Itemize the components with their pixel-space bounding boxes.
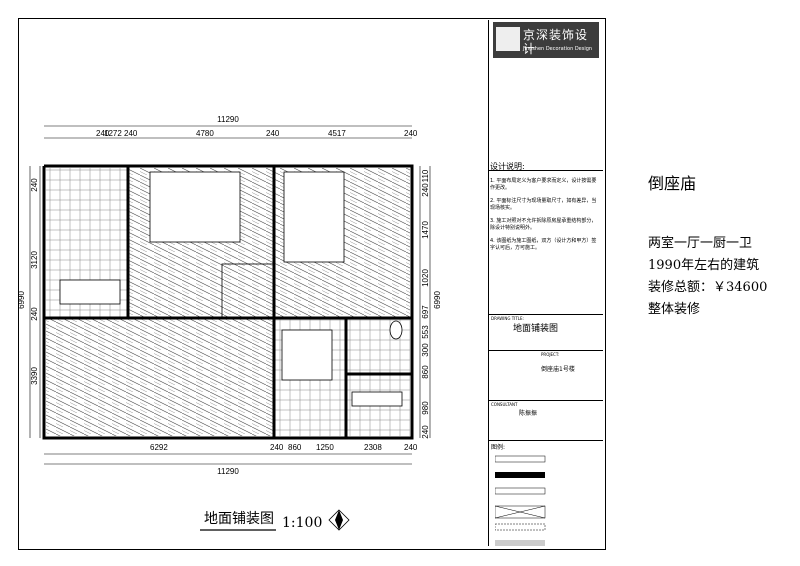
project-label: PROJECT: bbox=[541, 352, 560, 357]
bottom-total-dim: 11290 bbox=[217, 467, 239, 476]
kitchen-counter bbox=[351, 391, 403, 407]
left-dims: 240 3120 240 3390 bbox=[30, 178, 39, 385]
company-logo: 京深装饰设计 Jingshen Decoration Design bbox=[493, 22, 599, 58]
bottom-dim-3: 1250 bbox=[316, 443, 334, 452]
top-dims: 240 1272 240 4780 240 4517 240 bbox=[96, 129, 418, 138]
note-1: 1. 平面布局定义为客户要求而定义，设计按需要作更改。 bbox=[490, 178, 597, 191]
top-dim-0: 240 bbox=[96, 129, 110, 138]
notes-title: 设计说明: bbox=[490, 162, 525, 171]
left-dim-2: 240 bbox=[30, 307, 39, 321]
top-total-dim: 11290 bbox=[217, 115, 239, 124]
right-dim-7: 860 bbox=[421, 365, 430, 379]
right-dim-4: 697 bbox=[421, 305, 430, 319]
right-dim-5: 553 bbox=[421, 325, 430, 339]
furniture bbox=[59, 171, 403, 407]
note-4: 4. 该图纸为施工图纸，双方（设计方和甲方）签字认可后，方可施工。 bbox=[490, 238, 597, 251]
company-name-en: Jingshen Decoration Design bbox=[523, 46, 593, 52]
right-total-dim: 6990 bbox=[433, 291, 442, 309]
left-total-dim: 6990 bbox=[17, 291, 26, 309]
drawing-title-label: DRAWING TITLE: bbox=[491, 316, 524, 321]
year-line: 1990年左右的建筑 bbox=[648, 258, 760, 273]
consultant-label: CONSULTANT bbox=[491, 402, 518, 407]
plan-caption: 地面铺装图 bbox=[204, 511, 274, 527]
bottom-dim-5: 240 bbox=[404, 443, 418, 452]
title-block: 京深装饰设计 Jingshen Decoration Design DRAWIN… bbox=[488, 20, 603, 546]
project-name: 倒座庙1号楼 bbox=[541, 366, 575, 373]
place-name: 倒座庙 bbox=[648, 174, 697, 193]
single-bed bbox=[283, 171, 345, 263]
top-dim-5: 4517 bbox=[328, 129, 346, 138]
budget-line: 装修总额：￥34600 bbox=[648, 280, 768, 295]
top-dim-2: 240 bbox=[124, 129, 138, 138]
bottom-dim-4: 2308 bbox=[364, 443, 382, 452]
right-dims: 110 240 1470 1020 697 553 300 860 980 24… bbox=[421, 169, 430, 439]
right-dim-2: 1470 bbox=[421, 221, 430, 239]
bottom-dim-1: 240 bbox=[270, 443, 284, 452]
bottom-dims: 6292 240 860 1250 2308 240 bbox=[150, 443, 418, 452]
double-bed bbox=[149, 171, 241, 243]
scope-line: 整体装修 bbox=[648, 302, 701, 317]
note-3: 3. 施工对照对不允许拆除原房屋承重结构部分，除设计特别说明外。 bbox=[490, 218, 597, 231]
compass-icon bbox=[328, 509, 350, 531]
logo-mark-icon bbox=[496, 27, 520, 51]
right-dim-1: 240 bbox=[421, 183, 430, 197]
plan-scale: 1:100 bbox=[282, 515, 322, 531]
company-name-cn: 京深装饰设计 bbox=[523, 28, 589, 56]
living-room-floor bbox=[46, 318, 274, 436]
bottom-dim-0: 6292 bbox=[150, 443, 168, 452]
right-dim-6: 300 bbox=[421, 343, 430, 357]
top-dim-6: 240 bbox=[404, 129, 418, 138]
right-dim-9: 240 bbox=[421, 425, 430, 439]
drawing-sheet-border bbox=[18, 18, 606, 550]
sofa bbox=[59, 279, 121, 305]
toilet bbox=[389, 320, 403, 340]
layout-line: 两室一厅一厨一卫 bbox=[648, 236, 753, 251]
design-notes: 设计说明: 1. 平面布局定义为客户要求而定义，设计按需要作更改。 2. 平面标… bbox=[490, 162, 598, 252]
right-dim-8: 980 bbox=[421, 401, 430, 415]
dining-table bbox=[281, 329, 333, 381]
right-dim-3: 1020 bbox=[421, 269, 430, 287]
top-dim-4: 240 bbox=[266, 129, 280, 138]
left-dim-1: 3120 bbox=[30, 251, 39, 269]
note-2: 2. 平面标注尺寸为现场量取尺寸，如有差异，当现场核实。 bbox=[490, 198, 597, 211]
consultant-name: 陈振振 bbox=[519, 410, 538, 417]
right-dim-0: 110 bbox=[421, 169, 430, 182]
drawing-title: 地面铺装图 bbox=[513, 324, 559, 334]
legend-title: 图例: bbox=[491, 444, 506, 451]
bottom-dim-2: 860 bbox=[288, 443, 302, 452]
top-dim-1: 1272 bbox=[104, 129, 122, 138]
left-dim-3: 3390 bbox=[30, 367, 39, 385]
legend-swatches bbox=[495, 455, 546, 546]
left-dim-0: 240 bbox=[30, 178, 39, 192]
entry-door-swing bbox=[221, 263, 275, 319]
top-dim-3: 4780 bbox=[196, 129, 214, 138]
